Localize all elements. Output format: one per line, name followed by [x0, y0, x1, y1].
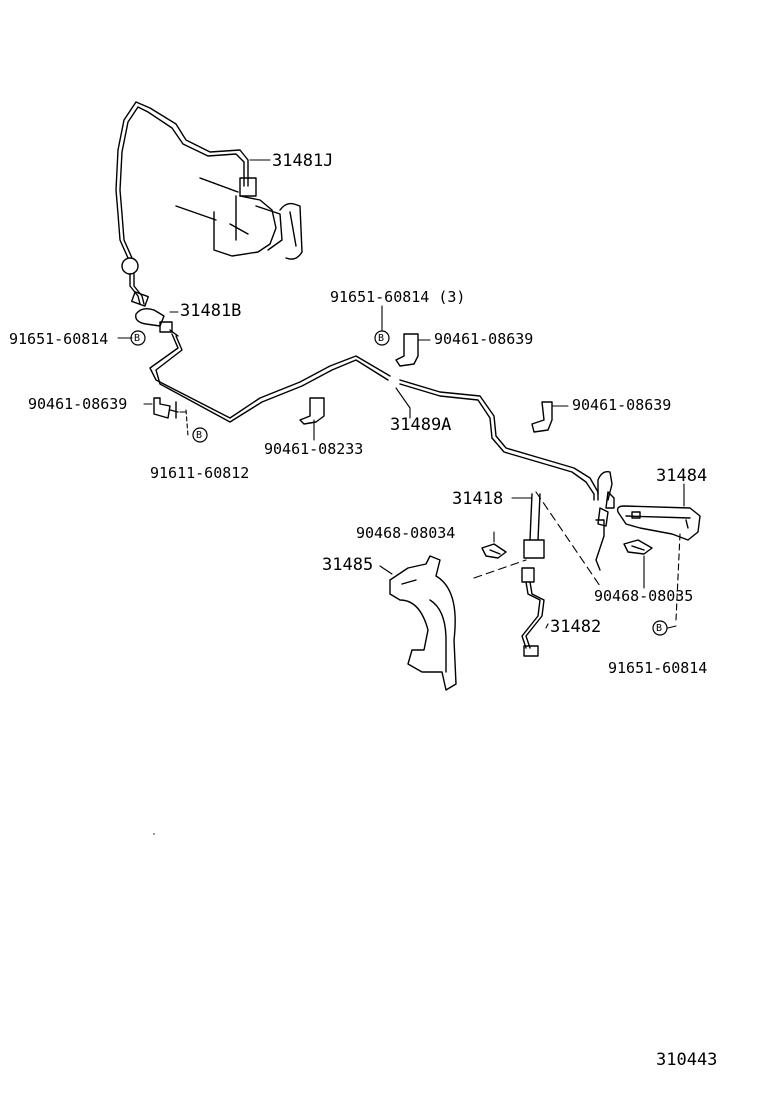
pipe-31482 — [521, 567, 545, 657]
pipe-31489A — [149, 333, 615, 509]
master-cylinder — [175, 177, 303, 260]
clip-90468-08035 — [623, 539, 653, 555]
label-91611-60812: 91611-60812 — [150, 464, 250, 482]
clip-90461-08233 — [299, 397, 325, 425]
label-31418: 31418 — [452, 489, 504, 509]
clip-90468-08034 — [481, 543, 507, 559]
label-31485: 31485 — [322, 555, 374, 575]
union-31481B — [135, 307, 179, 337]
label-90461-08639-right: 90461-08639 — [572, 396, 672, 414]
bolt-marker-low: B — [196, 430, 203, 441]
label-31481J: 31481J — [272, 151, 334, 171]
diagram-id: 310443 — [656, 1050, 718, 1070]
label-90461-08639-left: 90461-08639 — [28, 395, 128, 413]
bolt-marker-mid: B — [378, 333, 385, 344]
label-91651-60814-left: 91651-60814 — [9, 330, 109, 348]
label-91651-60814-qty3: 91651-60814 (3) — [330, 288, 466, 306]
label-31484: 31484 — [656, 466, 708, 486]
label-91651-60814-right: 91651-60814 — [608, 659, 708, 677]
label-31489A: 31489A — [390, 415, 452, 435]
leader-lines — [117, 159, 685, 629]
hose-31418 — [523, 493, 609, 571]
clip-90461-08639-left — [153, 397, 179, 419]
speck — [153, 833, 155, 835]
clip-90461-08639-right — [531, 401, 553, 433]
label-90461-08639-mid: 90461-08639 — [434, 330, 534, 348]
bracket-31484 — [616, 505, 701, 541]
bracket-31485 — [389, 555, 457, 691]
bolt-marker-left: B — [134, 333, 141, 344]
bolt-marker-right: B — [656, 623, 663, 634]
label-90468-08035: 90468-08035 — [594, 587, 694, 605]
label-90461-08233: 90461-08233 — [264, 440, 364, 458]
label-31482: 31482 — [550, 617, 602, 637]
clip-90461-08639-mid — [395, 333, 419, 367]
label-31481B: 31481B — [180, 301, 242, 321]
pipe-31481J — [115, 101, 249, 307]
label-90468-08034: 90468-08034 — [356, 524, 456, 542]
bolt-markers — [130, 330, 668, 636]
